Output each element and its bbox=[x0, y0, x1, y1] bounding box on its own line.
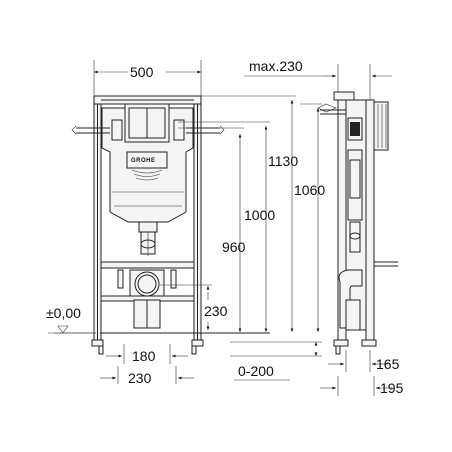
dim-spacing-230: 230 bbox=[100, 366, 194, 386]
dim-height-230: 230 bbox=[160, 284, 228, 330]
dim-label-180: 180 bbox=[132, 348, 156, 364]
frame-posts bbox=[91, 95, 204, 355]
side-view: max.230 bbox=[244, 58, 404, 396]
waste-outlet bbox=[117, 269, 177, 329]
height-dimensions: 960 1000 1130 1060 0-200 bbox=[178, 95, 325, 381]
dim-label-0-200: 0-200 bbox=[238, 363, 274, 379]
dim-width-500: 500 bbox=[93, 60, 202, 100]
dim-label-960: 960 bbox=[222, 239, 246, 255]
flush-pipe bbox=[138, 221, 158, 256]
dim-label-230-width: 230 bbox=[128, 370, 152, 386]
dim-spacing-180: 180 bbox=[106, 344, 188, 364]
dim-depth-195: 195 bbox=[320, 376, 404, 396]
dim-label-165: 165 bbox=[376, 356, 400, 372]
dim-label-1130: 1130 bbox=[268, 153, 298, 169]
dim-label-500: 500 bbox=[130, 64, 154, 80]
front-view: 500 bbox=[46, 60, 270, 386]
dim-label-1060: 1060 bbox=[294, 182, 325, 198]
dim-depth-165: 165 bbox=[328, 350, 400, 372]
dim-label-1000: 1000 bbox=[244, 207, 275, 223]
brand-logo: GROHE bbox=[131, 158, 156, 164]
dim-label-max-230: max.230 bbox=[249, 58, 303, 74]
dim-max-230: max.230 bbox=[244, 58, 392, 100]
floor-level: ±0,00 bbox=[46, 305, 270, 334]
dim-label-195: 195 bbox=[380, 380, 404, 396]
cistern: GROHE bbox=[71, 103, 225, 223]
dim-label-230-height: 230 bbox=[204, 303, 228, 319]
floor-level-label: ±0,00 bbox=[46, 305, 81, 321]
